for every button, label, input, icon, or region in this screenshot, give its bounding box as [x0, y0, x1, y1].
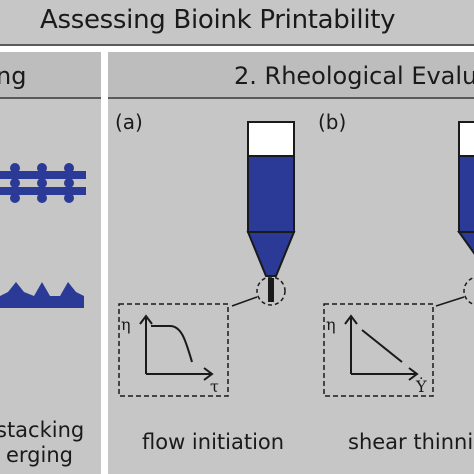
- merged-filament-diagram: [0, 282, 84, 308]
- nozzle-a-empty-barrel: [247, 121, 295, 157]
- title-bar: Assessing Bioink Printability: [0, 0, 474, 46]
- nozzle-a: [231, 121, 296, 307]
- nozzle-b-ink-barrel: [458, 155, 474, 233]
- filament-node: [10, 163, 20, 173]
- filament-node: [10, 178, 20, 188]
- left-caption-line-1: stacking: [0, 418, 85, 442]
- graph-a-curve: [151, 325, 193, 363]
- graph-b-y-label: η: [326, 315, 336, 334]
- panel-b-caption: shear thinnin: [348, 430, 474, 454]
- nozzle-b-tip: [457, 231, 474, 255]
- right-section-title: 2. Rheological Evalu: [234, 62, 474, 90]
- filament-node: [64, 178, 74, 188]
- graph-b-curve: [361, 329, 403, 363]
- graph-a-x-label: τ: [210, 377, 219, 396]
- filament-node: [37, 178, 47, 188]
- nozzle-b-zoom-circle: [463, 276, 474, 306]
- left-section-header: ng: [0, 52, 101, 99]
- figure-title: Assessing Bioink Printability: [40, 5, 396, 35]
- filament-stack-diagram: [0, 163, 86, 203]
- nozzle-a-tip: [246, 231, 296, 277]
- left-section-panel: ng stacking erging: [0, 52, 101, 474]
- filament-node: [37, 193, 47, 203]
- graph-b: η Ẏ: [323, 303, 434, 397]
- panel-b-label: (b): [318, 110, 347, 134]
- graph-b-frame: [323, 303, 434, 397]
- right-section-header: 2. Rheological Evalu: [108, 52, 474, 99]
- filament-line-top: [0, 171, 86, 179]
- left-caption-line-2: erging: [6, 443, 73, 467]
- panel-a-caption: flow initiation: [142, 430, 285, 454]
- panel-a-label: (a): [115, 110, 143, 134]
- graph-a-frame: [118, 303, 229, 397]
- graph-b-x-label: Ẏ: [415, 376, 427, 396]
- nozzle-a-zoom-circle: [256, 276, 286, 306]
- left-section-title: ng: [0, 62, 27, 90]
- filament-node: [10, 193, 20, 203]
- graph-a: η τ: [118, 303, 229, 397]
- nozzle-a-ink-barrel: [247, 155, 295, 233]
- filament-node: [37, 163, 47, 173]
- graph-b-x-arrow: [408, 367, 419, 381]
- filament-node: [64, 163, 74, 173]
- filament-line-bottom: [0, 187, 86, 195]
- graph-a-y-label: η: [121, 315, 131, 334]
- filament-node: [64, 193, 74, 203]
- nozzle-b: [435, 121, 474, 307]
- section-divider: [101, 52, 108, 474]
- nozzle-b-callout-line: [435, 296, 465, 307]
- nozzle-b-empty-barrel: [458, 121, 474, 157]
- graph-b-y-arrow: [344, 314, 358, 325]
- graph-a-y-arrow: [139, 314, 153, 325]
- nozzle-a-extrudate: [268, 278, 274, 302]
- merged-filament-shape: [0, 282, 84, 308]
- graph-a-x-arrow: [203, 367, 214, 381]
- nozzle-a-callout-line: [231, 296, 258, 307]
